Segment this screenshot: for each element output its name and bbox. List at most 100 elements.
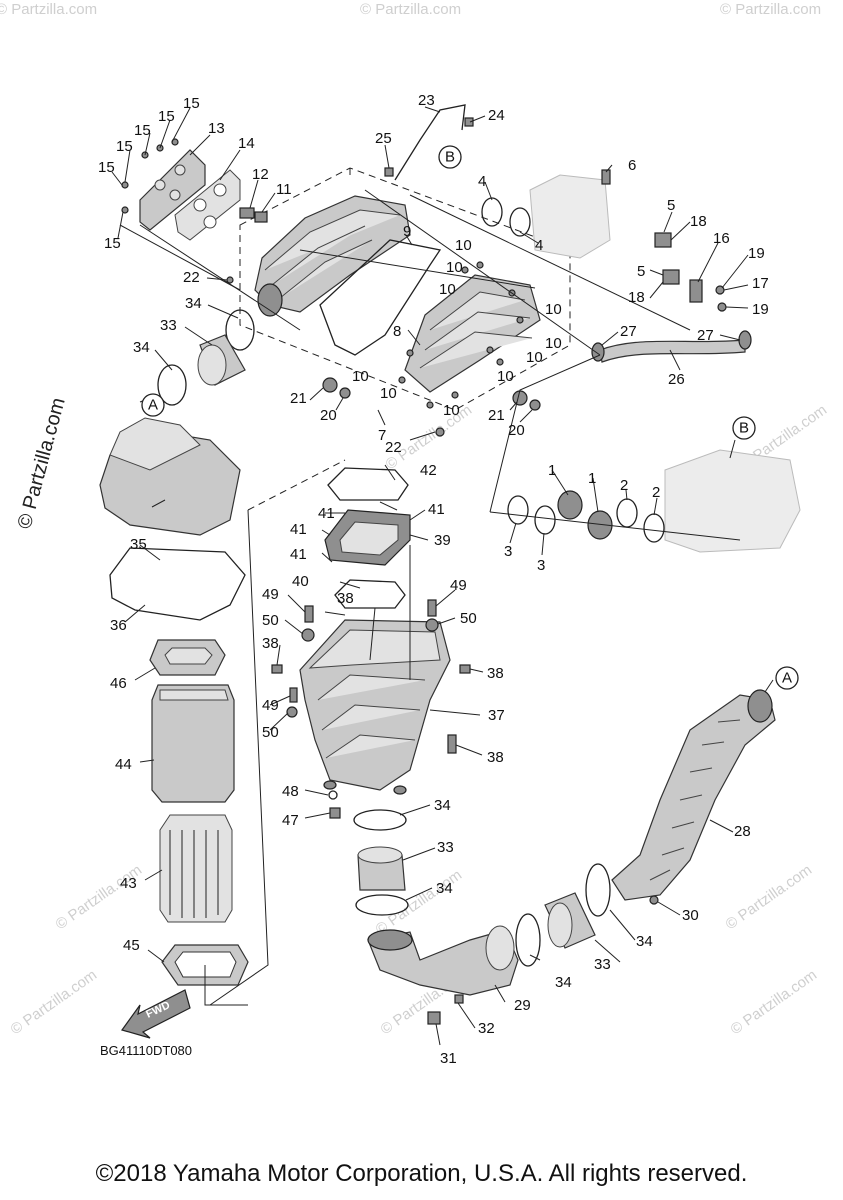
callout-15e: 15 [98,159,115,176]
callout-20b: 20 [508,422,525,439]
callout-15a: 15 [183,95,200,112]
callout-1a: 1 [548,462,556,479]
part-44-filter [151,684,235,803]
callout-22a: 22 [183,269,200,286]
part-16-bracket [689,279,703,303]
callout-9: 9 [403,223,411,240]
part-3-ring-a [507,495,529,525]
callout-19a: 19 [748,245,765,262]
callout-31: 31 [440,1050,457,1067]
part-50-grommet-right [425,618,439,632]
watermark-left-low: © Partzilla.com [53,861,146,933]
part-24-fitting [464,117,474,127]
callout-30: 30 [682,907,699,924]
part-21-nut-right [512,390,528,406]
callout-18a: 18 [690,213,707,230]
callout-41a: 41 [318,505,335,522]
callout-7: 7 [378,427,386,444]
engine-ghost-b [664,449,801,553]
part-12-clip [239,207,255,219]
part-4-ring-a [481,197,503,227]
part-3-ring-b [534,505,556,535]
callout-32: 32 [478,1020,495,1037]
part-36-gasket [109,547,246,621]
watermark-right-low: © Partzilla.com [723,861,816,933]
part-34-clamp-low-b [585,863,611,917]
callout-40: 40 [292,573,309,590]
callout-10c: 10 [439,281,456,298]
part-27-clamp-right [738,330,752,350]
part-1-seal-b [587,510,613,540]
callout-10d: 10 [545,301,562,318]
part-18-sensor-b [662,269,680,285]
callout-10i: 10 [380,385,397,402]
callout-49c: 49 [262,697,279,714]
part-23-breather [394,104,466,181]
watermark-tr: © Partzilla.com [720,1,821,18]
callout-27a: 27 [620,323,637,340]
callout-36: 36 [110,617,127,634]
callout-29: 29 [514,997,531,1014]
callout-43: 43 [120,875,137,892]
callout-10j: 10 [443,402,460,419]
part-38-clip-left [271,664,283,674]
part-1-seal-a [557,490,583,520]
callout-44: 44 [115,756,132,773]
callout-2b: 2 [652,484,660,501]
callout-8: 8 [393,323,401,340]
callout-10b: 10 [446,259,463,276]
callout-50c: 50 [262,724,279,741]
part-18-sensor-a [654,232,672,248]
part-49-bolt-lower [289,687,298,703]
callout-24: 24 [488,107,505,124]
callout-41d: 41 [428,501,445,518]
callout-42: 42 [420,462,437,479]
part-13-cover [139,149,206,231]
copyright-notice: ©2018 Yamaha Motor Corporation, U.S.A. A… [95,1160,748,1187]
callout-34d: 34 [436,880,453,897]
callout-16: 16 [713,230,730,247]
callout-37: 37 [488,707,505,724]
callout-33b: 33 [437,839,454,856]
callout-25: 25 [375,130,392,147]
ref-b-top [438,145,462,169]
diagram-code: BG41110DT080 [100,1043,192,1058]
part-22-bolt-bottom [435,427,445,437]
part-50-grommet-left [301,628,315,642]
callout-34a: 34 [185,295,202,312]
callout-20a: 20 [320,407,337,424]
ref-a-bottom [775,666,799,690]
part-27-clamp-left [591,342,605,362]
watermark-bl: © Partzilla.com [8,966,101,1038]
part-42-gasket [327,467,409,501]
part-32-screw [454,994,464,1004]
callout-numbers: 1 1 2 2 3 3 4 4 5 5 6 7 8 9 10 10 10 10 … [98,92,769,1067]
callout-5b: 5 [637,263,645,280]
ref-a-top-label: A [148,397,158,414]
callout-35: 35 [130,536,147,553]
part-38-clip-right [459,664,471,674]
callout-12: 12 [252,166,269,183]
part-2-ring-b [643,513,665,543]
ref-b-engine-label: B [739,420,749,437]
callout-47: 47 [282,812,299,829]
throttle-body-ghost [529,174,611,259]
part-25-clip [384,167,394,177]
callout-49a: 49 [262,586,279,603]
callout-48: 48 [282,783,299,800]
callout-1b: 1 [588,470,596,487]
callout-27b: 27 [697,327,714,344]
part-43-cage [159,814,233,923]
housing-outlet [257,283,283,317]
callout-19b: 19 [752,301,769,318]
part-20-grommet-right [529,399,541,411]
part-10-bolts [398,261,524,409]
part-4-ring-b [509,207,531,237]
callout-34f: 34 [555,974,572,991]
callout-21b: 21 [488,407,505,424]
part-34-clamp-mid-b [355,894,409,916]
callout-50a: 50 [262,612,279,629]
callout-15f: 15 [104,235,121,252]
callout-46: 46 [110,675,127,692]
